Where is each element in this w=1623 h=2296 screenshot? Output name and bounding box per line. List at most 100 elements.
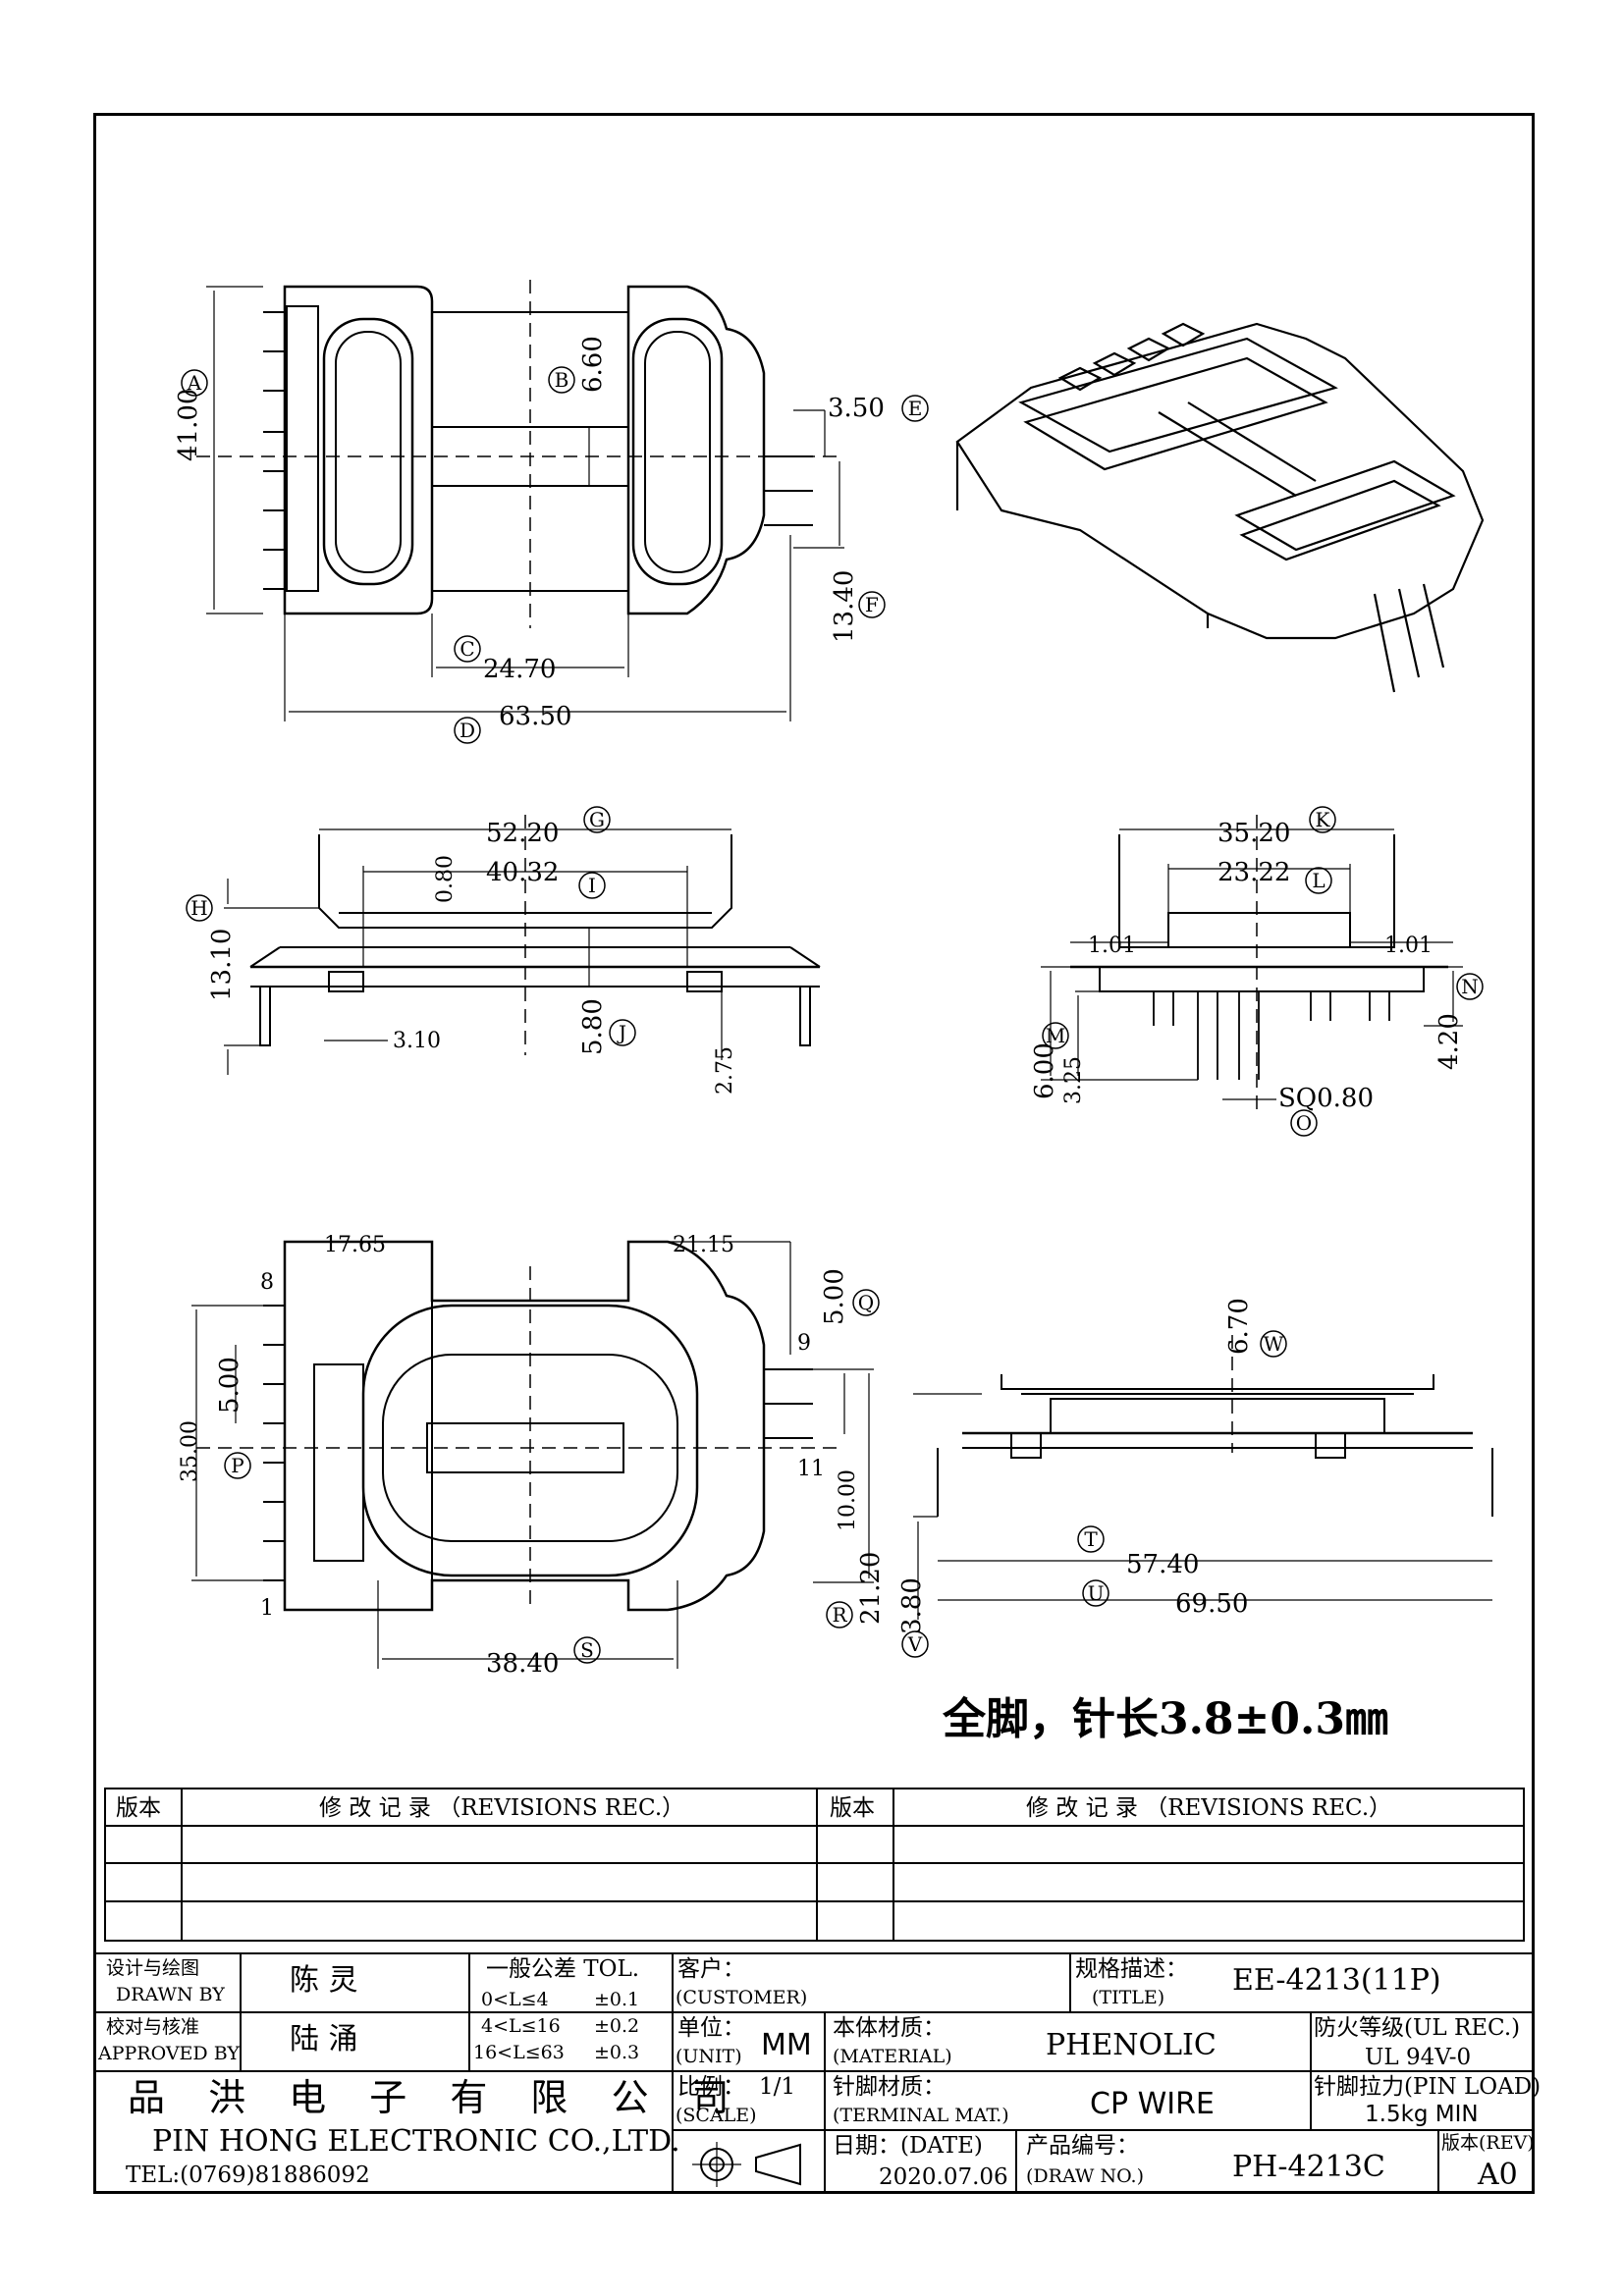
ref-circle-l [1305, 867, 1332, 894]
ref-circle-s [573, 1636, 601, 1664]
tol-range-1: 0<L≤4 [481, 1989, 549, 2010]
dim-c-text: 24.70 [483, 655, 556, 684]
ref-label-l: L [1312, 869, 1325, 892]
draw-no-value: PH-4213C [1232, 2150, 1385, 2184]
ref-circle-f [858, 591, 886, 618]
rev-col-record-right: 修 改 记 录 （REVISIONS REC.） [1026, 1795, 1392, 1821]
ref-circle-w [1260, 1330, 1287, 1358]
company-tel: TEL:(0769)81886092 [126, 2163, 370, 2188]
material-en: (MATERIAL) [833, 2046, 952, 2067]
bottom-view [191, 1240, 874, 1669]
approved-by-en: APPROVED BY [98, 2043, 240, 2064]
ref-label-e: E [908, 397, 923, 420]
pin-number-11: 11 [797, 1457, 825, 1481]
drawing-frame [93, 113, 1535, 2194]
scale-en: (SCALE) [676, 2105, 757, 2126]
dim-pin-len-text: 2.75 [713, 1046, 737, 1095]
material-value: PHENOLIC [1046, 2028, 1217, 2062]
dim-pin-offset-text: 3.10 [393, 1029, 441, 1053]
ref-label-m: M [1046, 1024, 1065, 1047]
dim-n-text: 4.20 [1434, 1013, 1464, 1070]
ref-circle-m [1042, 1022, 1069, 1049]
dim-p-text: 5.00 [215, 1357, 244, 1414]
tol-value-1: ±0.1 [594, 1989, 640, 2010]
ref-label-g: G [589, 808, 605, 831]
dim-u-text: 69.50 [1175, 1589, 1248, 1619]
title-value: EE-4213(11P) [1232, 1963, 1441, 1998]
ref-label-b: B [555, 368, 569, 392]
ref-circle-q [852, 1289, 880, 1316]
tol-value-3: ±0.3 [594, 2042, 640, 2063]
dim-d-text: 63.50 [499, 702, 571, 731]
ref-circle-n [1456, 973, 1484, 1000]
scale-cn: 比例： [677, 2074, 745, 2100]
terminal-cn: 针脚材质： [833, 2074, 946, 2100]
company-name-en: PIN HONG ELECTRONIC CO.,LTD. [152, 2124, 680, 2159]
date-cn: 日期：(DATE) [833, 2133, 983, 2159]
rev-cn: 版本(REV) [1441, 2132, 1535, 2154]
side-view-2 [913, 1335, 1493, 1620]
ref-circle-b [548, 366, 575, 394]
dim-left-gap-text: 1.01 [1088, 934, 1136, 958]
dim-h-text: 13.10 [207, 929, 237, 1001]
dim-j-text: 5.80 [578, 998, 608, 1055]
title-cn: 规格描述： [1075, 1956, 1188, 1982]
tolerance-title: 一般公差 TOL. [486, 1956, 640, 1982]
pin-number-8: 8 [260, 1270, 274, 1295]
rev-col-record-left: 修 改 记 录 （REVISIONS REC.） [319, 1795, 685, 1821]
unit-value: MM [761, 2028, 812, 2062]
ref-label-f: F [865, 593, 879, 616]
terminal-en: (TERMINAL MAT.) [833, 2105, 1009, 2126]
ref-circle-p [224, 1452, 251, 1479]
dim-b-text: 6.60 [578, 336, 608, 393]
ref-label-t: T [1084, 1527, 1098, 1551]
top-view [196, 280, 844, 721]
customer-cn: 客户： [677, 1956, 745, 1982]
dim-l-text: 23.22 [1217, 858, 1290, 887]
approved-by-cn: 校对与核准 [106, 2016, 200, 2038]
tol-range-2: 4<L≤16 [481, 2015, 561, 2037]
material-cn: 本体材质： [833, 2015, 946, 2041]
dim-s-text: 38.40 [486, 1649, 559, 1679]
dim-w-text: 6.70 [1224, 1298, 1254, 1355]
unit-cn: 单位： [677, 2015, 745, 2041]
customer-en: (CUSTOMER) [676, 1987, 808, 2008]
approver-name: 陆 涌 [290, 2022, 358, 2056]
dim-m-small-text: 3.25 [1061, 1056, 1086, 1104]
ref-label-s: S [580, 1638, 594, 1662]
dim-r-text: 21.20 [856, 1552, 886, 1625]
ref-circle-u [1082, 1579, 1109, 1607]
ref-label-i: I [588, 874, 596, 897]
ref-circle-d [454, 717, 481, 744]
ref-label-p: P [231, 1454, 243, 1477]
dim-k-text: 35.20 [1217, 819, 1290, 848]
dim-bottom-d1-text: 17.65 [324, 1233, 386, 1257]
pin-number-9: 9 [797, 1331, 811, 1356]
dim-i-text: 40.32 [486, 858, 559, 887]
drawn-by-en: DRAWN BY [116, 1984, 225, 2005]
ref-label-c: C [460, 637, 474, 661]
pin-length-note: 全脚，针长3.8±0.3㎜ [943, 1694, 1388, 1744]
ref-label-k: K [1316, 808, 1331, 831]
pin-load-cn: 针脚拉力(PIN LOAD) [1314, 2074, 1542, 2100]
ref-label-d: D [460, 719, 475, 742]
dim-height-text: 35.00 [178, 1420, 202, 1482]
tol-range-3: 16<L≤63 [473, 2042, 565, 2063]
dim-o-text: SQ0.80 [1278, 1084, 1374, 1113]
dim-r-small-text: 10.00 [836, 1469, 860, 1531]
dim-q-text: 5.00 [820, 1268, 849, 1325]
terminal-value: CP WIRE [1090, 2087, 1215, 2121]
ref-circle-o [1290, 1109, 1318, 1137]
ref-circle-g [583, 806, 611, 833]
ref-label-o: O [1296, 1111, 1312, 1135]
ref-label-a: A [187, 371, 202, 395]
isometric-view [955, 322, 1485, 693]
ref-label-w: W [1264, 1332, 1284, 1356]
drawn-by-cn: 设计与绘图 [106, 1957, 200, 1979]
pin-number-1: 1 [260, 1596, 274, 1621]
ref-label-r: R [832, 1603, 847, 1627]
ref-circle-e [901, 395, 929, 422]
tol-value-2: ±0.2 [594, 2015, 640, 2037]
ref-label-q: Q [858, 1291, 874, 1314]
ref-circle-k [1309, 806, 1336, 833]
